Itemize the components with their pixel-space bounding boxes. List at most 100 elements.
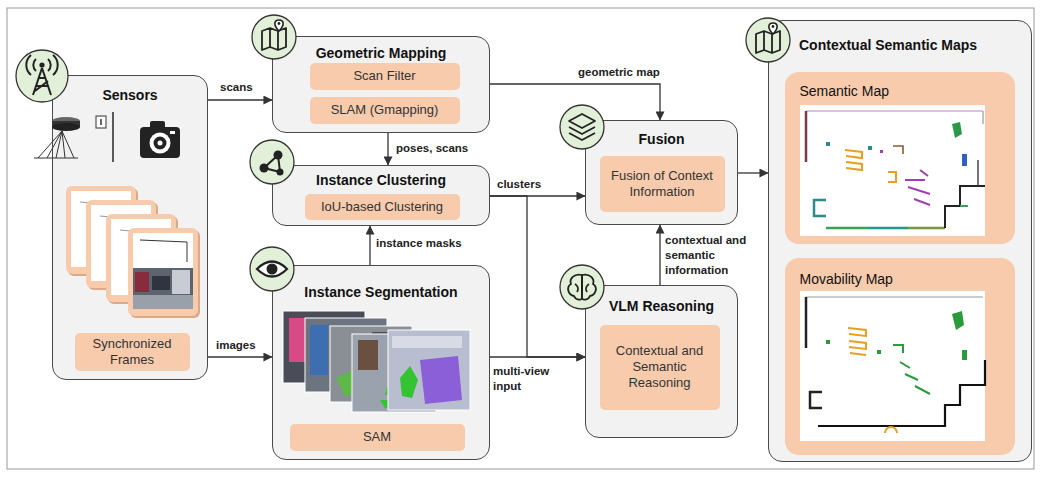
- semantic-map-image-part: [960, 205, 968, 207]
- process-box: Synchronized Frames: [75, 333, 190, 371]
- semantic-map-image-part: [982, 111, 983, 124]
- box-title: Fusion: [586, 131, 737, 147]
- segmentation-images-part: [392, 336, 462, 348]
- edge-label: contextual and semantic information: [665, 233, 765, 278]
- segmentation-images-part: [400, 366, 418, 398]
- eye-icon-part: [250, 247, 294, 291]
- map-icon-part: [772, 25, 775, 28]
- graph-icon: [250, 140, 294, 184]
- eye-icon-part: [267, 264, 278, 275]
- semantic-map-image-part: [952, 122, 962, 138]
- box-title: Instance Segmentation: [273, 284, 489, 300]
- box-text: IoU-based Clustering: [321, 199, 443, 215]
- movability-map-image-part: [848, 328, 866, 355]
- graph-icon-part: [277, 169, 284, 176]
- segmentation-images-part: [358, 340, 378, 370]
- semantic-map-image-part: [888, 172, 896, 182]
- antenna-icon-part-part: [33, 68, 51, 95]
- segmentation-images-part: [388, 330, 470, 410]
- camera-symbol-part: [140, 127, 180, 158]
- semantic-map-image-part: [880, 150, 883, 153]
- edge-label: instance masks: [376, 236, 476, 251]
- edge-label: poses, scans: [396, 141, 496, 156]
- layers-icon-part-part: [569, 127, 595, 134]
- box-text: Contextual and Semantic Reasoning: [608, 343, 712, 391]
- movability-map-image-part: [800, 291, 985, 441]
- semantic-map-image-part: [908, 227, 945, 230]
- process-box: SAM: [290, 424, 465, 451]
- semantic-map-image-part: [800, 105, 985, 236]
- connector-arrow: [738, 172, 768, 173]
- segmentation-images: [283, 311, 470, 412]
- connector-arrow: [659, 225, 660, 285]
- lidar-symbol-part: [34, 131, 78, 158]
- semantic-map-image-part: [868, 227, 908, 230]
- box-title: Semantic Map: [800, 83, 889, 99]
- edge-label: images: [216, 338, 268, 353]
- frame-stack-part: [133, 268, 193, 309]
- map-icon-part: [262, 28, 286, 50]
- box-text: Fusion of Context Information: [608, 168, 717, 200]
- frame-stack-part: [130, 230, 200, 318]
- layers-icon: [560, 105, 604, 149]
- layers-icon-part-part: [569, 114, 595, 128]
- semantic-map-image-part: [945, 186, 985, 228]
- movability-map-image-part: [806, 296, 983, 297]
- connector-arrow: [490, 196, 585, 357]
- brain-icon-part: [568, 275, 596, 300]
- frame-stack-part: [152, 276, 170, 290]
- eye-icon-part: [257, 262, 287, 277]
- camera-symbol-part: [158, 141, 163, 146]
- layers-icon-part-part: [569, 133, 595, 140]
- movability-map-image-part: [952, 311, 964, 330]
- layers-icon-part: [569, 114, 595, 140]
- semantic-map-image-part: [826, 227, 868, 230]
- movability-map-image-part: [885, 427, 897, 433]
- box-text: SAM: [363, 429, 391, 445]
- box-title: Instance Clustering: [273, 172, 489, 188]
- map-icon-part: [275, 20, 283, 31]
- lidar-symbol-part: [96, 116, 106, 128]
- movability-map-image: [800, 291, 985, 441]
- edge-label: geometric map: [578, 65, 678, 80]
- brain-icon-part-part: [582, 275, 596, 300]
- frame-stack-part: [140, 240, 187, 262]
- brain-icon-part: [560, 265, 604, 309]
- semantic-map-image-part: [868, 146, 872, 150]
- frame-stack-part: [172, 270, 190, 294]
- connector-arrow: [369, 226, 370, 265]
- process-box: IoU-based Clustering: [305, 194, 460, 220]
- brain-icon-part-part: [568, 275, 582, 300]
- box-text: Synchronized Frames: [83, 336, 182, 368]
- antenna-icon-part: [26, 55, 57, 95]
- semantic-map-image-part: [977, 160, 979, 186]
- graph-icon-part: [250, 140, 294, 184]
- connector-arrow: [490, 84, 660, 120]
- brain-icon: [560, 265, 604, 309]
- semantic-map-image-part: [814, 200, 826, 216]
- group-box: VLM ReasoningContextual and Semantic Rea…: [585, 285, 738, 438]
- camera-symbol: [140, 121, 180, 158]
- layers-icon-part: [560, 105, 604, 149]
- edge-label: multi-view input: [493, 364, 563, 394]
- map-icon-part: [769, 23, 777, 34]
- brain-icon-part-part: [575, 280, 589, 295]
- box-title: Sensors: [53, 87, 207, 103]
- edge-label: scans: [220, 80, 268, 95]
- map-icon-part: [746, 18, 790, 62]
- connector-arrow: [490, 356, 585, 357]
- frame-stack-part: [133, 295, 193, 309]
- lidar-symbol: [34, 112, 113, 162]
- box-text: Scan Filter: [353, 68, 415, 84]
- box-title: Movability Map: [800, 271, 893, 287]
- semantic-map-image-part: [905, 170, 930, 205]
- lidar-symbol-part: [52, 123, 80, 131]
- process-box: Scan Filter: [310, 63, 460, 90]
- semantic-map-image-part: [962, 154, 967, 166]
- box-title: Geometric Mapping: [273, 45, 489, 61]
- connector-arrow: [208, 99, 272, 100]
- movability-map-image-part: [810, 392, 822, 408]
- semantic-map-image: [800, 105, 985, 236]
